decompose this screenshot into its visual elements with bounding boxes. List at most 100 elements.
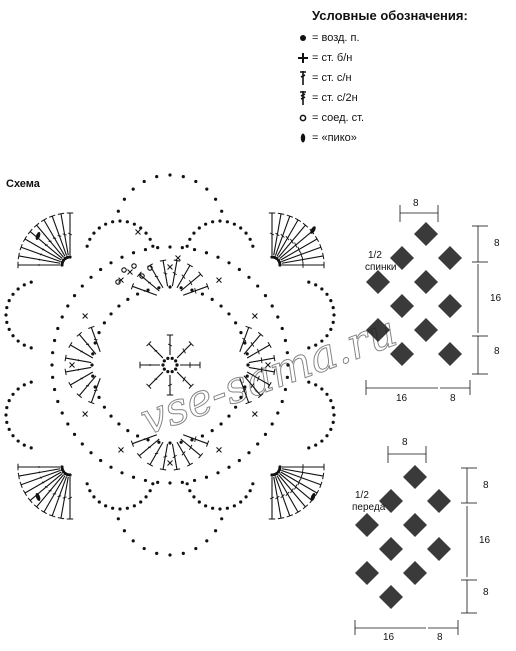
chain-dot [227, 465, 231, 469]
stitch-bar [38, 258, 41, 261]
chain-dot [210, 429, 214, 433]
slip-stitch-circle-icon [299, 114, 307, 122]
single-crochet [118, 447, 124, 453]
stitch-bar [300, 474, 303, 481]
diamond-tile [366, 318, 390, 342]
stitch-bar [80, 350, 83, 353]
stitch-top [64, 368, 67, 376]
chain-dot [166, 370, 170, 374]
single-crochet [167, 264, 173, 270]
diamond-tile [414, 270, 438, 294]
stitch-bar [275, 495, 280, 500]
chain-dot [117, 304, 121, 308]
chain-dot [227, 261, 231, 265]
chain-dot [280, 326, 284, 331]
chain-dot [276, 411, 280, 415]
stitch-top [319, 481, 323, 488]
chain-dot [104, 504, 108, 508]
chain-dot [144, 495, 148, 499]
crochet-motif [4, 173, 336, 557]
chain-dot [248, 237, 252, 241]
chain-dot [325, 434, 329, 438]
single-crochet [252, 411, 258, 417]
chain-dot [135, 434, 140, 438]
chain-dot [227, 312, 231, 316]
diamond-tile [355, 513, 379, 537]
stitch-top [159, 259, 167, 262]
chain-dot [16, 339, 20, 343]
chain-dot [117, 422, 121, 426]
chain-dot [204, 222, 208, 226]
stitch-bar [93, 338, 98, 341]
stitch-bar [57, 235, 62, 237]
chain-dot [109, 465, 113, 469]
slip-stitch [121, 267, 127, 273]
diamond-tile [414, 318, 438, 342]
chain-dot [143, 247, 148, 252]
stitch-bar [77, 368, 80, 371]
chain-dot [156, 246, 160, 250]
stitch-top [33, 222, 40, 228]
stitch-bar [39, 253, 42, 256]
chain-dot [52, 338, 57, 343]
chain-dot [314, 343, 318, 347]
stitch-bar [269, 232, 275, 236]
chain-dot [118, 507, 122, 511]
stitch-bar [301, 256, 304, 263]
chain-dot [270, 304, 274, 308]
chain-dot [190, 288, 194, 292]
chain-dot [320, 439, 324, 443]
chain-dot [256, 442, 260, 446]
diamond-tile [403, 465, 427, 489]
stitch-top [198, 452, 204, 459]
chain-dot [263, 432, 268, 436]
stitch-top [273, 368, 276, 376]
back-dim-right-bottom: 8 [494, 346, 500, 357]
stitch-top [302, 222, 309, 228]
stitch-bar [163, 455, 168, 458]
chain-dot [125, 220, 129, 224]
stitch-bar [44, 244, 48, 246]
chain-dot [270, 255, 274, 259]
stitch-bar [301, 469, 304, 476]
stitch-top [27, 497, 33, 504]
stitch-bar [154, 350, 158, 352]
chain-dot [243, 385, 247, 389]
chain-dot [234, 405, 238, 409]
stitch-top [159, 468, 167, 471]
chain-dot [272, 473, 277, 477]
stitch-top [322, 252, 325, 260]
chain-dot [219, 304, 223, 308]
slip-stitch [139, 273, 145, 279]
chain-dot [204, 504, 208, 508]
chain-dot [161, 363, 165, 367]
stitch-top [136, 452, 142, 459]
stitch-bar [62, 233, 67, 236]
chain-dot [210, 297, 214, 301]
legend-item-single-crochet: = ст. б/н [296, 48, 506, 68]
stitch-top [267, 341, 272, 349]
chain-dot [283, 338, 288, 343]
chain-dot [204, 475, 209, 479]
stitch-bar [194, 287, 197, 294]
stitch-bar [189, 279, 193, 286]
stitch-bar [300, 251, 303, 258]
chain-dot [7, 327, 11, 331]
chain-dot [60, 465, 64, 469]
legend-item-label: = ст. с/2н [312, 92, 358, 104]
chain-dot [232, 222, 236, 226]
stitch-top [186, 263, 194, 268]
stitch-top [76, 393, 83, 399]
chain-dot [157, 440, 161, 444]
chain-dot [97, 500, 101, 504]
stitch-bar [242, 388, 247, 393]
diamond-tile [427, 537, 451, 561]
chain-dot [120, 471, 124, 475]
stitch-top [286, 214, 293, 218]
chain-dot [188, 489, 192, 493]
chain-dot [151, 482, 155, 486]
stitch-top [245, 325, 252, 329]
chain-dot [85, 482, 89, 486]
diamond-tile [390, 342, 414, 366]
chain-dot [179, 286, 183, 290]
